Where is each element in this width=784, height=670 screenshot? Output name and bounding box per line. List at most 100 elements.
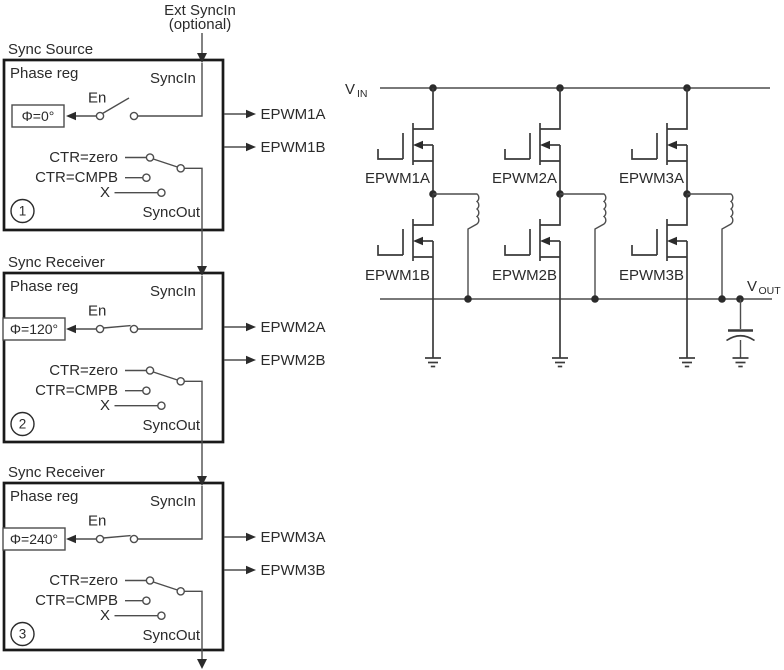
- block3-ctr-cmpb-label: CTR=CMPB: [35, 592, 118, 609]
- leg3-ground-icon: [679, 357, 695, 368]
- ext-syncin-optional-label: (optional): [169, 16, 232, 33]
- mosfet-epwm2a-high: [504, 88, 561, 194]
- sync-block-3: Sync Receiver Phase reg SyncIn En Φ=240°…: [2, 464, 326, 652]
- block2-x-label: X: [100, 397, 110, 414]
- block2-syncin-label: SyncIn: [150, 283, 196, 300]
- block3-ctr-cmpb-contact: [142, 596, 151, 606]
- block2-ctr-cmpb-contact: [142, 386, 151, 396]
- leg2-low-label: EPWM2B: [492, 267, 557, 284]
- block1-phase-value: Φ=0°: [22, 108, 55, 124]
- block3-syncout-label: SyncOut: [142, 627, 200, 644]
- block2-syncout-label: SyncOut: [142, 417, 200, 434]
- leg3-inductor: [687, 193, 734, 299]
- block2-phase-value-box: [2, 317, 66, 341]
- block3-syncin-label: SyncIn: [150, 493, 196, 510]
- sync-block-1: Sync Source Phase reg SyncIn En Φ=0° CTR…: [2, 41, 326, 232]
- block2-syncout-wire: [184, 380, 203, 442]
- block1-syncout-label: SyncOut: [142, 204, 200, 221]
- output-capacitor: [726, 295, 755, 368]
- block1-selector-blade: [153, 158, 178, 168]
- mosfet-arrow-icon: [667, 140, 677, 150]
- leg-1: EPWM1A EPWM1B: [365, 84, 480, 368]
- block3-selector-common-contact: [176, 587, 185, 596]
- leg3-low-label: EPWM3B: [619, 267, 684, 284]
- block1-phase-value-box: [11, 104, 65, 128]
- block1-title: Sync Source: [8, 41, 93, 58]
- mosfet-arrow-icon: [413, 236, 423, 246]
- vin-label: V: [345, 81, 355, 98]
- sync-tail-arrow-icon: [197, 659, 207, 669]
- vout-label-sub: OUT: [759, 285, 782, 297]
- mosfet-arrow-icon: [540, 140, 550, 150]
- block2-x-contact: [157, 401, 166, 411]
- block2-epwm2b-arrow-icon: [246, 355, 256, 365]
- leg-3: EPWM3A EPWM3B: [619, 84, 734, 368]
- block2-epwm2b-label: EPWM2B: [261, 352, 326, 369]
- block2-title: Sync Receiver: [8, 254, 105, 271]
- vout-label: V: [747, 278, 757, 295]
- leg2-inductor: [560, 193, 607, 299]
- block2-ctr-zero-label: CTR=zero: [49, 362, 118, 379]
- leg-2: EPWM2A EPWM2B: [492, 84, 607, 368]
- block2-syncin-wire: [137, 276, 203, 330]
- mosfet-epwm3a-high: [631, 88, 688, 194]
- block2-syncin-entry-arrow-icon: [197, 266, 207, 276]
- block3-en-contact-right: [129, 534, 139, 544]
- block3-title: Sync Receiver: [8, 464, 105, 481]
- block2-en-contact-right: [129, 324, 139, 334]
- block3-en-switch-blade: [103, 534, 131, 539]
- block1-x-contact: [157, 188, 166, 197]
- cap-ground-icon: [732, 357, 749, 368]
- block3-epwm3b-label: EPWM3B: [261, 562, 326, 579]
- block2-selector-blade: [153, 371, 178, 381]
- block1-syncin-entry-arrow-icon: [197, 53, 207, 63]
- mosfet-epwm1a-high: [377, 88, 434, 194]
- block3-phase-reg-label: Phase reg: [10, 488, 78, 505]
- block1-ctr-cmpb-label: CTR=CMPB: [35, 169, 118, 186]
- block3-number: 3: [19, 627, 27, 642]
- block2-number-circle: [10, 411, 35, 437]
- block3-phase-value-box: [2, 527, 66, 551]
- block1-selector-common-contact: [176, 163, 185, 173]
- leg1-low-label: EPWM1B: [365, 267, 430, 284]
- block2-en-label: En: [88, 303, 106, 320]
- block3-epwm3b-arrow-icon: [246, 565, 256, 575]
- mosfet-epwm3b-low: [631, 194, 688, 358]
- block1-phase-arrow-icon: [66, 111, 76, 121]
- block3-number-circle: [10, 621, 35, 647]
- block1-syncin-label: SyncIn: [150, 70, 196, 87]
- block3-syncout-wire: [184, 590, 203, 650]
- block2-box: [2, 271, 225, 444]
- leg1-inductor: [433, 193, 480, 299]
- block3-en-label: En: [88, 513, 106, 530]
- block3-ctr-zero-label: CTR=zero: [49, 572, 118, 589]
- block1-number-circle: [10, 198, 35, 224]
- block1-epwm1a-arrow-icon: [246, 109, 256, 119]
- block1-en-switch-blade: [102, 97, 130, 115]
- block1-ctr-cmpb-contact: [142, 173, 151, 182]
- block1-ctr-zero-label: CTR=zero: [49, 149, 118, 166]
- block1-syncin-wire: [137, 63, 203, 117]
- leg3-vout-junction-dot: [718, 295, 726, 303]
- block1-number: 1: [19, 204, 27, 219]
- block1-ctr-zero-contact: [145, 153, 155, 162]
- block1-epwm1b-label: EPWM1B: [261, 139, 326, 156]
- block3-en-contact-left: [95, 534, 105, 544]
- block1-epwm1b-arrow-icon: [246, 142, 256, 152]
- mosfet-arrow-icon: [413, 140, 423, 150]
- leg2-vout-junction-dot: [591, 295, 599, 303]
- block1-phase-reg-label: Phase reg: [10, 65, 78, 82]
- block3-x-label: X: [100, 607, 110, 624]
- block1-epwm1a-label: EPWM1A: [261, 106, 326, 123]
- block2-selector-common-contact: [176, 376, 185, 386]
- block1-en-label: En: [88, 90, 106, 107]
- block2-en-switch-blade: [103, 324, 131, 329]
- block3-syncin-wire: [137, 486, 203, 540]
- block3-ctr-zero-contact: [145, 576, 155, 585]
- block3-box: [2, 481, 225, 652]
- leg2-high-label: EPWM2A: [492, 170, 557, 187]
- block3-phase-arrow-icon: [66, 534, 76, 544]
- block1-en-contact-right: [129, 111, 139, 121]
